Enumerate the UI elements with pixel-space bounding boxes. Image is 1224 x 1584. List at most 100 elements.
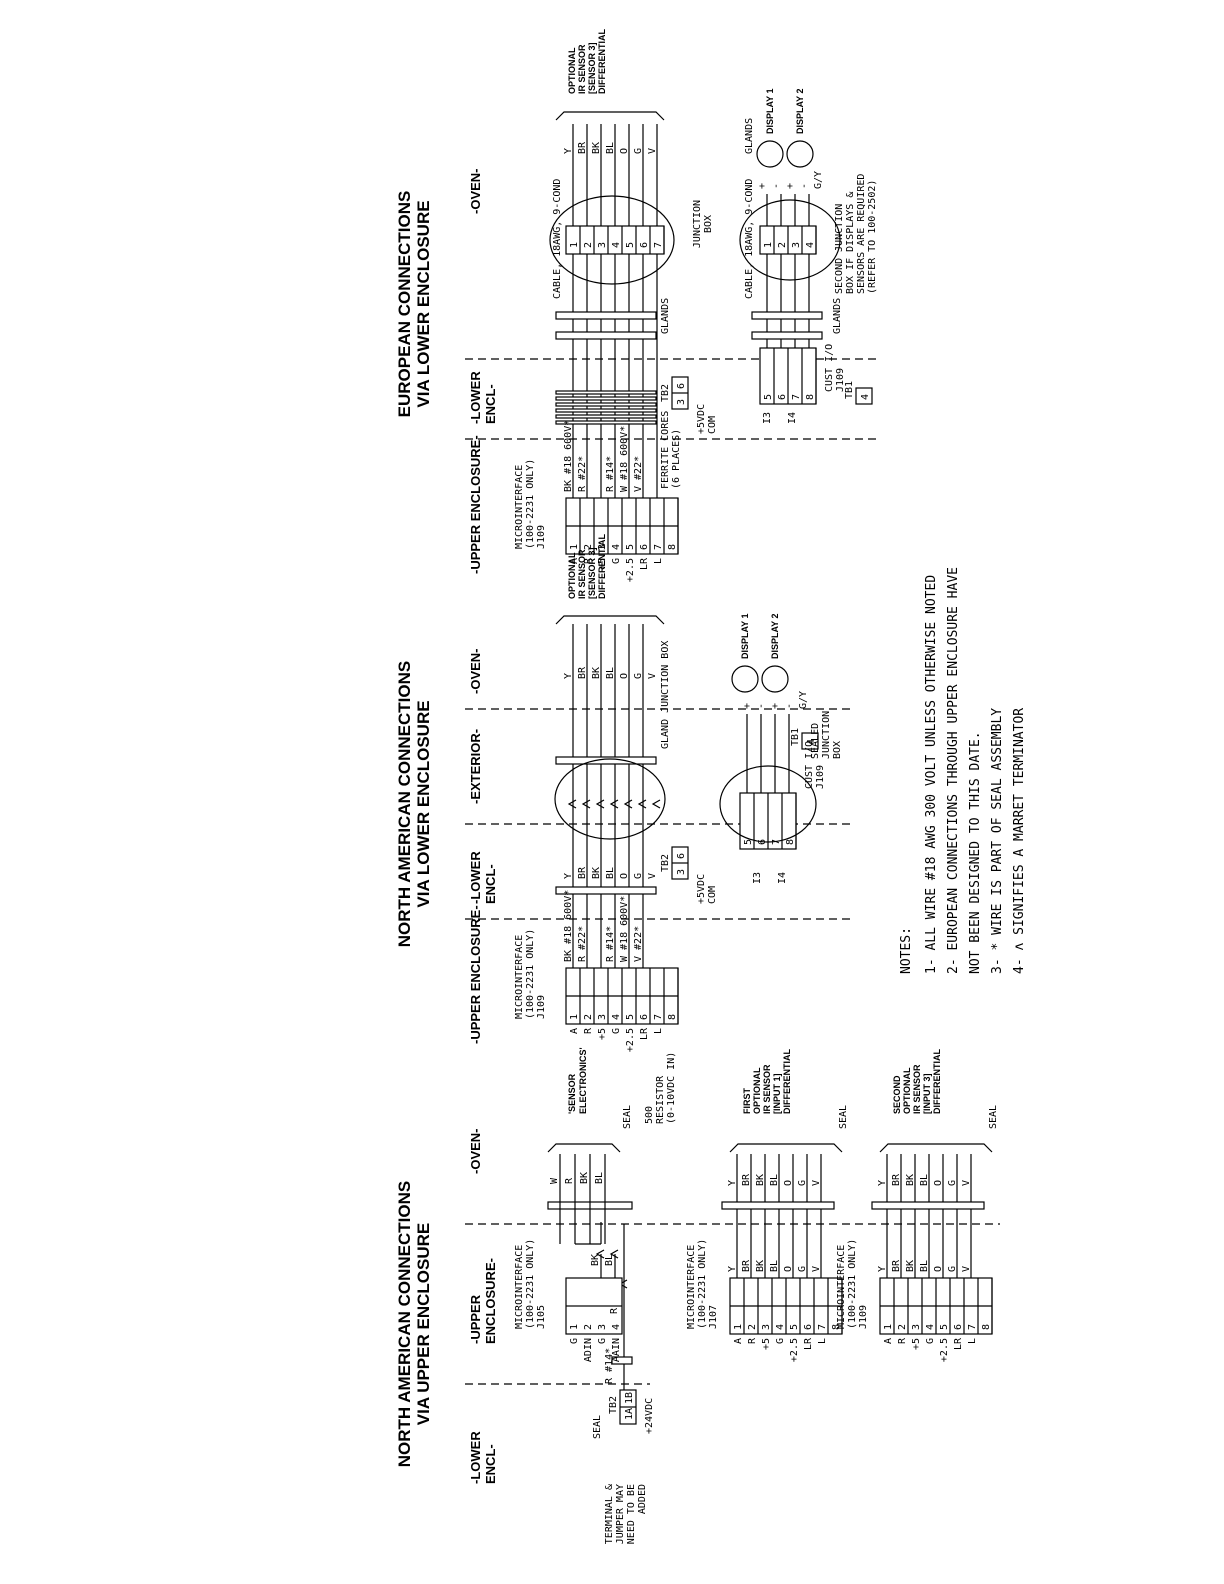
cust-io-label-s2: CUST I/O: [804, 741, 815, 789]
section-title-na-lower: VIA LOWER ENCLOSURE: [414, 700, 433, 907]
j109-header-s3: (100-2231 ONLY): [525, 459, 536, 549]
j105-signal: AAIN: [611, 1338, 622, 1362]
wire-r-label: R: [609, 1307, 620, 1314]
cust-pin-s2: 7: [771, 839, 782, 845]
junction-box-label-s3: BOX: [703, 215, 714, 233]
signal-s2: L: [653, 1028, 664, 1034]
tb2-signal-s2: COM: [707, 886, 718, 904]
wire-label-j109-s1: G: [947, 1266, 958, 1272]
oven-wire-label: W: [549, 1177, 560, 1184]
note-line: NOT BEEN DESIGNED TO THIS DATE.: [968, 731, 983, 974]
signal-j109-s1: LR: [953, 1337, 964, 1350]
wire-bk-label: BK: [590, 1254, 601, 1266]
glands-label-s3: GLANDS: [660, 298, 671, 334]
j-header-j107: MICROINTERFACE: [686, 1245, 697, 1329]
j109-header-s2: MICROINTERFACE: [514, 935, 525, 1019]
junction-terminal-s3: [565, 225, 665, 255]
ferrite-core: [555, 408, 657, 413]
tb2-pin-s3: 6: [676, 383, 687, 389]
sensor-electronics-label: ELECTRONICS': [578, 1047, 588, 1114]
ir-sensor-label-s3: IR SENSOR: [577, 44, 587, 94]
second-ir-label: SECOND: [892, 1075, 902, 1114]
resistor-note: 500: [644, 1106, 655, 1124]
marret-terminator: [609, 1249, 619, 1259]
jb-pin-s3: 1: [569, 242, 580, 248]
wire-label-j107: V: [811, 1266, 822, 1272]
oven-wire-label-s2: BK: [591, 667, 602, 679]
zone-label-lower: ENCL-: [483, 864, 498, 904]
cust-pin-s2: 6: [757, 839, 768, 845]
sealed-junction-label: JUNCTION: [821, 711, 832, 759]
seal-label: SEAL: [592, 1415, 603, 1439]
notes-heading: NOTES:: [899, 927, 914, 974]
tb2-pin-s2: 3: [676, 869, 687, 875]
pin-j107: 2: [747, 1324, 758, 1330]
terminal-note: JUMPER MAY: [615, 1484, 626, 1544]
jb-pin-s3: 6: [639, 242, 650, 248]
j105-header: MICROINTERFACE: [514, 1245, 525, 1329]
wire-label-j107: BL: [769, 1260, 780, 1272]
tb1-terminal-s2: [801, 732, 819, 750]
display-wire-label-s3: +: [785, 183, 796, 189]
display-2-label-s2: DISPLAY 2: [770, 613, 780, 659]
tb2-label-s2: TB2: [660, 854, 671, 872]
first-ir-label: DIFFERENTIAL: [782, 1049, 792, 1114]
j105-pin: 3: [597, 1324, 608, 1330]
sealed-junction-box-s2: [719, 765, 817, 843]
signal-s3: L: [653, 558, 664, 564]
second-junction-note: (REFER TO 100-2502): [867, 180, 878, 294]
pin-s3: 2: [583, 544, 594, 550]
micro-wire-label-s2: R #22*: [577, 926, 588, 962]
ferrite-core: [555, 402, 657, 407]
zone-label-upper: -UPPER ENCLOSURE-: [468, 905, 483, 1044]
wire-label-j107: Y: [727, 1266, 738, 1272]
oven-wire-label: BK: [579, 1172, 590, 1184]
zone-label-lower-eu: -LOWER: [468, 371, 483, 424]
zone-label-oven: -OVEN-: [468, 649, 483, 695]
terminal-note: NEED TO BE: [626, 1484, 637, 1544]
gland-s3-d: [751, 311, 823, 320]
ir-sensor-label-s3: [SENSOR 3]: [587, 42, 597, 94]
display-2-circle-s2: [761, 665, 789, 693]
wire-label-j107: G: [797, 1266, 808, 1272]
j109-header-s3: MICROINTERFACE: [514, 465, 525, 549]
cust-pin-s3: 5: [763, 394, 774, 400]
marret-terminator: [581, 799, 591, 809]
signal-j109-s1: A: [883, 1338, 894, 1344]
zone-label-lower-encl: ENCL-: [483, 1444, 498, 1484]
cust-pin-s3: 6: [777, 394, 788, 400]
signal-j109-s1: R: [897, 1337, 908, 1344]
section-title-na-lower: NORTH AMERICAN CONNECTIONS: [395, 661, 414, 947]
tb2-pin: 1A: [624, 1408, 635, 1420]
first-ir-label: [INPUT 1]: [772, 1073, 782, 1114]
seal-label: SEAL: [838, 1105, 849, 1129]
oven-wire-label: R: [564, 1177, 575, 1184]
lower-wire-label-s2: G: [633, 873, 644, 879]
tb2-signal-s2: +5VDC: [696, 874, 707, 904]
second-ir-label: IR SENSOR: [912, 1064, 922, 1114]
zone-label-lower: -LOWER: [468, 851, 483, 904]
signal-j109-s1: +5: [911, 1338, 922, 1350]
j105-pin: 4: [611, 1324, 622, 1330]
zone-label-oven: -OVEN-: [468, 1129, 483, 1175]
ferrite-cores-label: (6 PLACES): [671, 429, 682, 489]
oven-gland-2: [721, 1201, 835, 1210]
i4-label: I4: [777, 872, 788, 884]
pin-j109-s1: 6: [953, 1324, 964, 1330]
zone-label-upper-enclosure: -UPPER: [468, 1294, 483, 1344]
wire-bl-label: BL: [604, 1254, 615, 1266]
pin-s3: 1: [569, 544, 580, 550]
pin-s2: 8: [667, 1014, 678, 1020]
wire-label-j109-s1: Y: [877, 1266, 888, 1272]
signal-s2: LR: [639, 1027, 650, 1040]
oven-wire-label: BL: [594, 1172, 605, 1184]
pin-j109-s1: 2: [897, 1324, 908, 1330]
tb1-pin-s3: 4: [860, 394, 871, 400]
junction-box-2-s3: [739, 199, 841, 281]
display-wire-label-s2: +: [770, 703, 781, 709]
j105-header: J105: [536, 1305, 547, 1329]
pin-s3: 3: [597, 544, 608, 550]
j109-header-s2: (100-2231 ONLY): [525, 929, 536, 1019]
pin-s2: 2: [583, 1014, 594, 1020]
